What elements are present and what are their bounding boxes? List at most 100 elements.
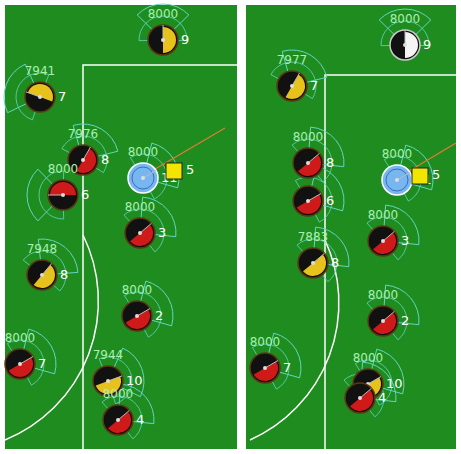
body-direction xyxy=(137,309,150,317)
player-centre xyxy=(381,239,385,243)
player-number: 10 xyxy=(385,377,404,391)
player-centre xyxy=(161,38,165,42)
team-half xyxy=(28,80,57,101)
player-body xyxy=(148,25,178,55)
player-centre xyxy=(395,178,399,182)
player-marker: 80007 xyxy=(0,332,58,382)
player-marker: 80003 xyxy=(361,209,421,259)
body-direction xyxy=(48,195,63,196)
player-marker: 78838 xyxy=(291,231,351,281)
frame xyxy=(0,0,5,454)
player-marker: 80006 xyxy=(41,163,101,213)
player-symbol xyxy=(286,169,346,219)
team-half xyxy=(298,155,326,182)
stamina-value: 8000 xyxy=(352,352,385,365)
penalty-box-line xyxy=(83,65,237,449)
player-marker: 80008 xyxy=(286,131,346,181)
stamina-value: 8000 xyxy=(381,148,414,161)
player-marker: 80004 xyxy=(96,388,156,438)
player-centre xyxy=(106,379,110,383)
stamina-value: 8000 xyxy=(102,388,135,401)
player-number: 7 xyxy=(309,79,319,93)
player-body xyxy=(382,165,412,195)
player-number: 5 xyxy=(431,168,441,182)
body-direction xyxy=(140,223,151,233)
player-marker: 80003 xyxy=(118,201,178,251)
player-symbol xyxy=(338,366,398,416)
body-direction xyxy=(360,388,371,398)
frame xyxy=(0,0,461,5)
penalty-box-line xyxy=(325,75,456,449)
body-direction xyxy=(108,376,122,381)
stamina-value: 8000 xyxy=(292,131,325,144)
body-direction xyxy=(265,361,278,369)
stamina-value: 8000 xyxy=(147,8,180,21)
stamina-value: 7883 xyxy=(297,231,330,244)
player-centre xyxy=(290,84,294,88)
player-centre xyxy=(38,95,42,99)
player-body xyxy=(390,30,420,60)
player-centre xyxy=(18,362,22,366)
panel-separator xyxy=(237,0,246,454)
body-direction xyxy=(397,173,410,181)
player-centre xyxy=(358,396,362,400)
player-number: 4 xyxy=(377,391,387,405)
frame xyxy=(456,0,461,454)
team-half xyxy=(373,233,401,260)
player-number: 8 xyxy=(100,153,110,167)
stamina-value: 7977 xyxy=(276,54,309,67)
player-number: 7 xyxy=(57,90,67,104)
team-half xyxy=(350,390,378,417)
player-centre xyxy=(306,161,310,165)
team-half xyxy=(254,362,283,386)
player-marker: 80002 xyxy=(115,284,175,334)
body-direction xyxy=(292,73,300,86)
player-marker: 80009 xyxy=(141,8,201,58)
player-body xyxy=(48,180,78,210)
player-centre xyxy=(403,43,407,47)
frame xyxy=(0,449,461,454)
body-direction xyxy=(308,153,319,163)
stamina-value: 8000 xyxy=(121,284,154,297)
player-marker: 4 xyxy=(338,366,398,416)
player-number: 2 xyxy=(400,314,410,328)
player-number: 8 xyxy=(325,156,335,170)
stamina-value: 8000 xyxy=(47,163,80,176)
player-number: 9 xyxy=(422,38,432,52)
player-marker: 79488 xyxy=(20,243,80,293)
ball-marker: 5 xyxy=(166,163,182,179)
stamina-value: 8000 xyxy=(249,336,282,349)
stamina-value: 7976 xyxy=(67,128,100,141)
ball-square xyxy=(166,163,182,179)
stamina-value: 8000 xyxy=(127,146,160,159)
team-half xyxy=(9,358,38,382)
player-centre xyxy=(141,176,145,180)
team-half xyxy=(126,310,155,334)
player-centre xyxy=(311,261,315,265)
body-direction xyxy=(313,253,324,263)
player-number: 4 xyxy=(135,413,145,427)
body-direction xyxy=(26,92,40,97)
team-half xyxy=(303,255,331,282)
team-half xyxy=(77,149,101,178)
player-centre xyxy=(81,158,85,162)
stamina-value: 8000 xyxy=(4,332,37,345)
player-number: 9 xyxy=(180,33,190,47)
player-marker: 79777 xyxy=(270,54,330,104)
stamina-value: 7944 xyxy=(92,349,125,362)
body-direction xyxy=(368,377,381,385)
player-centre xyxy=(138,231,142,235)
body-direction xyxy=(383,311,394,321)
player-centre xyxy=(116,418,120,422)
player-marker: 80009 xyxy=(383,13,443,63)
player-centre xyxy=(381,319,385,323)
body-direction xyxy=(143,171,156,179)
player-marker: 6 xyxy=(286,169,346,219)
stamina-value: 7948 xyxy=(26,243,59,256)
player-centre xyxy=(306,199,310,203)
body-direction xyxy=(118,410,129,420)
stamina-value: 8000 xyxy=(367,209,400,222)
team-half xyxy=(297,195,326,219)
body-direction xyxy=(163,25,164,40)
